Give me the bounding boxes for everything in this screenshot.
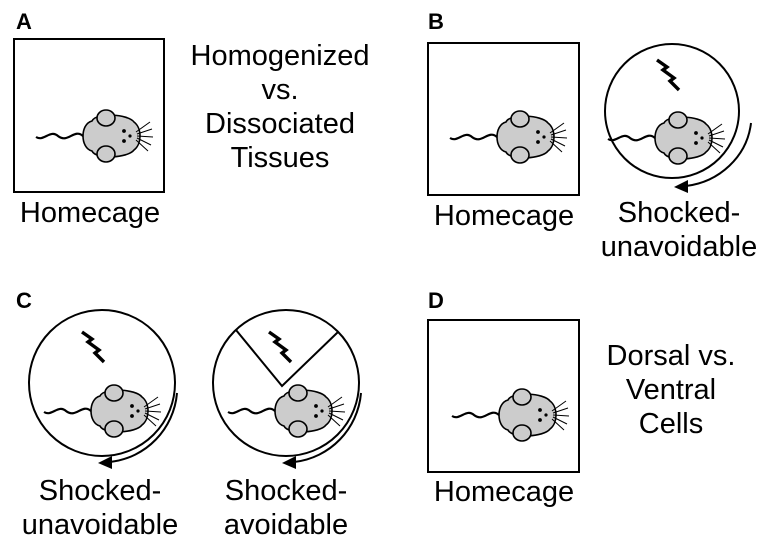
- homecage-box: [427, 319, 580, 473]
- mouse-icon: [448, 109, 569, 165]
- rotating-wheel: [604, 43, 740, 179]
- lightning-bolt-icon: [80, 330, 106, 364]
- condition-text-line: vs.: [261, 74, 299, 106]
- shocked-avoidable-label: Shocked- avoidable: [196, 474, 376, 542]
- label-line: Shocked-: [224, 475, 348, 507]
- homecage-label: Homecage: [19, 197, 161, 229]
- rotation-arrow-icon: [282, 392, 362, 469]
- panel-letter-c: C: [16, 288, 32, 313]
- mouse-icon: [226, 383, 347, 439]
- avoidance-zone-divider: [235, 329, 339, 388]
- shocked-unavoidable-label: Shocked- unavoidable: [584, 196, 774, 264]
- rotation-arrow-icon: [98, 392, 178, 469]
- homecage-box: [427, 42, 580, 196]
- panel-d: [427, 319, 580, 473]
- condition-text-line: Dorsal vs.: [606, 340, 736, 372]
- label-line: Shocked-: [38, 475, 162, 507]
- mouse-icon: [34, 108, 155, 164]
- condition-text-line: Dissociated: [205, 108, 355, 140]
- panel-letter-d: D: [428, 288, 444, 313]
- panel-a: [13, 38, 165, 193]
- panel-b: [427, 42, 752, 196]
- rotation-arrow-icon: [674, 122, 752, 193]
- panel-letter-b: B: [428, 9, 444, 34]
- label-line: avoidable: [223, 509, 349, 541]
- condition-text-line: Homogenized: [190, 40, 370, 72]
- condition-text-line: Cells: [638, 408, 704, 440]
- homecage-label: Homecage: [433, 200, 575, 232]
- rotating-wheel: [212, 309, 360, 457]
- label-line: Shocked-: [617, 197, 741, 229]
- panel-letter-a: A: [16, 9, 32, 34]
- homecage-box: [13, 38, 165, 193]
- label-line: unavoidable: [21, 509, 179, 541]
- mouse-icon: [42, 383, 163, 439]
- condition-text-line: Tissues: [230, 142, 330, 174]
- panel-c: [28, 309, 362, 469]
- condition-text: Homogenized vs. Dissociated Tissues: [168, 39, 392, 175]
- lightning-bolt-icon: [655, 58, 681, 92]
- shocked-unavoidable-label: Shocked- unavoidable: [5, 474, 195, 542]
- condition-text: Dorsal vs. Ventral Cells: [586, 339, 756, 441]
- label-line: unavoidable: [600, 231, 758, 263]
- rotating-wheel: [28, 309, 176, 457]
- lightning-bolt-icon: [267, 330, 293, 364]
- mouse-icon: [606, 110, 727, 166]
- condition-text-line: Ventral: [625, 374, 717, 406]
- homecage-label: Homecage: [433, 476, 575, 508]
- mouse-icon: [450, 387, 571, 443]
